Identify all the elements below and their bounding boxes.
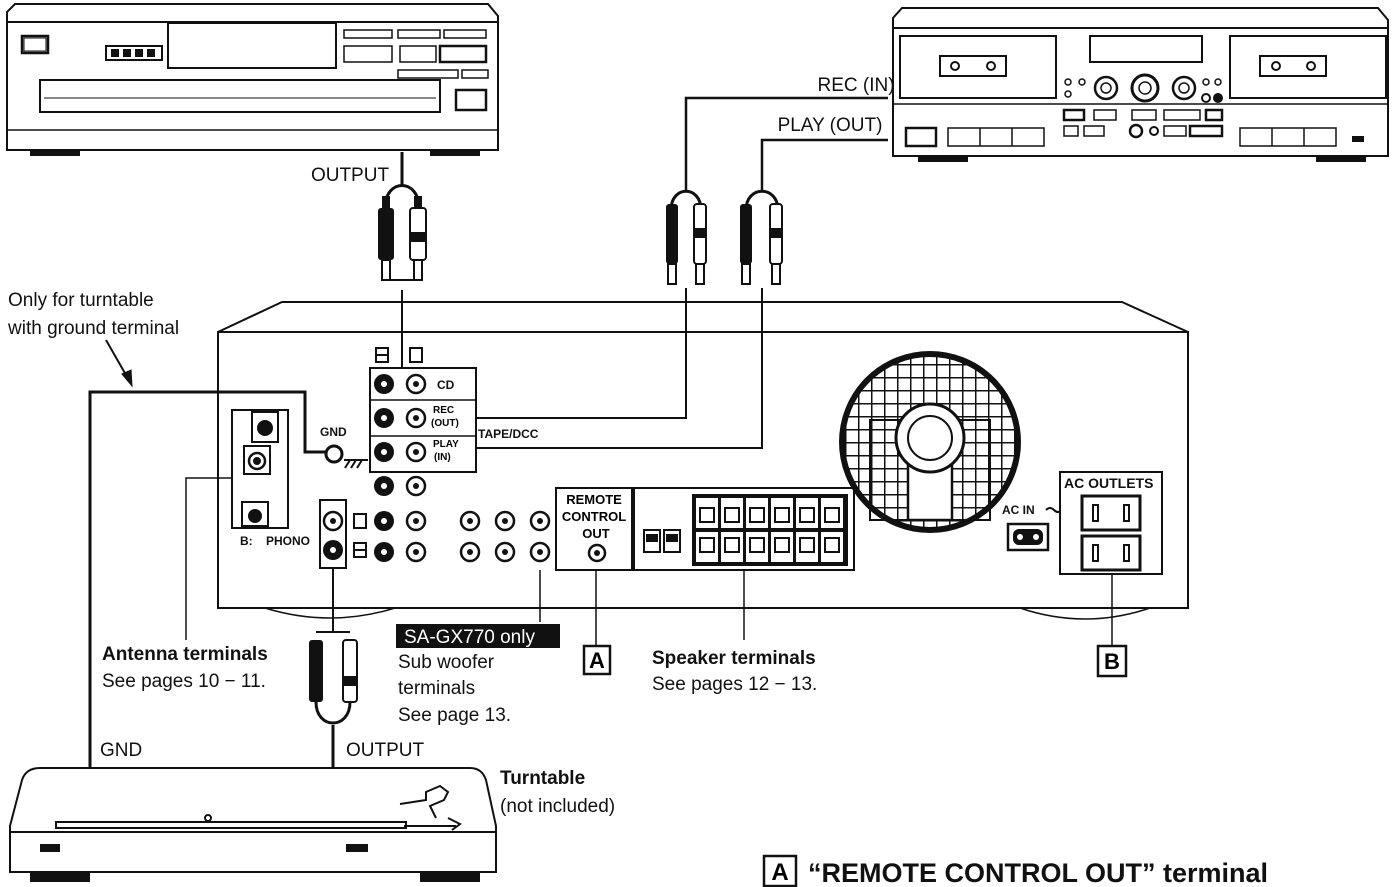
subwoofer-badge-text: SA-GX770 only: [404, 627, 535, 648]
cassette-deck: [893, 8, 1388, 162]
tape-dcc-label: TAPE/DCC: [478, 427, 539, 441]
cd-input-label: CD: [437, 378, 455, 392]
play-out-label: PLAY (OUT): [778, 115, 883, 136]
marker-b-text: B: [1104, 649, 1120, 674]
speaker-callout-desc: See pages 12 − 13.: [652, 674, 817, 695]
rec-in-label: REC (IN): [817, 75, 894, 96]
turntable: [10, 768, 496, 882]
antenna-callout-title: Antenna terminals: [102, 644, 268, 665]
turntable-output-label: OUTPUT: [346, 740, 425, 761]
ac-outlets-label: AC OUTLETS: [1064, 475, 1153, 491]
marker-a-text: A: [589, 648, 605, 673]
rec-out-label-line1: REC: [433, 405, 454, 416]
subwoofer-line2: terminals: [398, 678, 475, 699]
turntable-title: Turntable: [500, 768, 585, 789]
footnote: A “REMOTE CONTROL OUT” terminal: [764, 856, 1268, 887]
subwoofer-line3: See page 13.: [398, 705, 511, 726]
antenna-mark: B:: [240, 534, 253, 548]
play-in-label-line1: PLAY: [433, 439, 459, 450]
phono-label: PHONO: [266, 534, 310, 548]
remote-label-line2: CONTROL: [562, 509, 626, 524]
subwoofer-line1: Sub woofer: [398, 652, 495, 673]
cd-player: [7, 4, 498, 156]
marker-a-box: A: [584, 646, 610, 674]
footnote-marker: A: [771, 859, 788, 886]
play-in-label-line2: (IN): [434, 452, 451, 463]
subwoofer-badge: SA-GX770 only: [396, 624, 560, 648]
rec-out-label-line2: (OUT): [431, 418, 459, 429]
remote-label-line1: REMOTE: [566, 492, 622, 507]
remote-label-line3: OUT: [582, 526, 610, 541]
ground-note-line1: Only for turntable: [8, 290, 154, 311]
footnote-text: “REMOTE CONTROL OUT” terminal: [808, 858, 1268, 887]
marker-b-box: B: [1098, 646, 1126, 676]
antenna-callout-desc: See pages 10 − 11.: [102, 671, 266, 692]
gnd-terminal-label: GND: [320, 425, 347, 439]
cd-output-label: OUTPUT: [311, 165, 390, 186]
ac-in-label: AC IN: [1002, 503, 1035, 517]
turntable-gnd-label: GND: [100, 740, 142, 761]
ground-note-line2: with ground terminal: [7, 318, 179, 339]
speaker-callout-title: Speaker terminals: [652, 648, 816, 669]
turntable-note: (not included): [500, 796, 615, 817]
